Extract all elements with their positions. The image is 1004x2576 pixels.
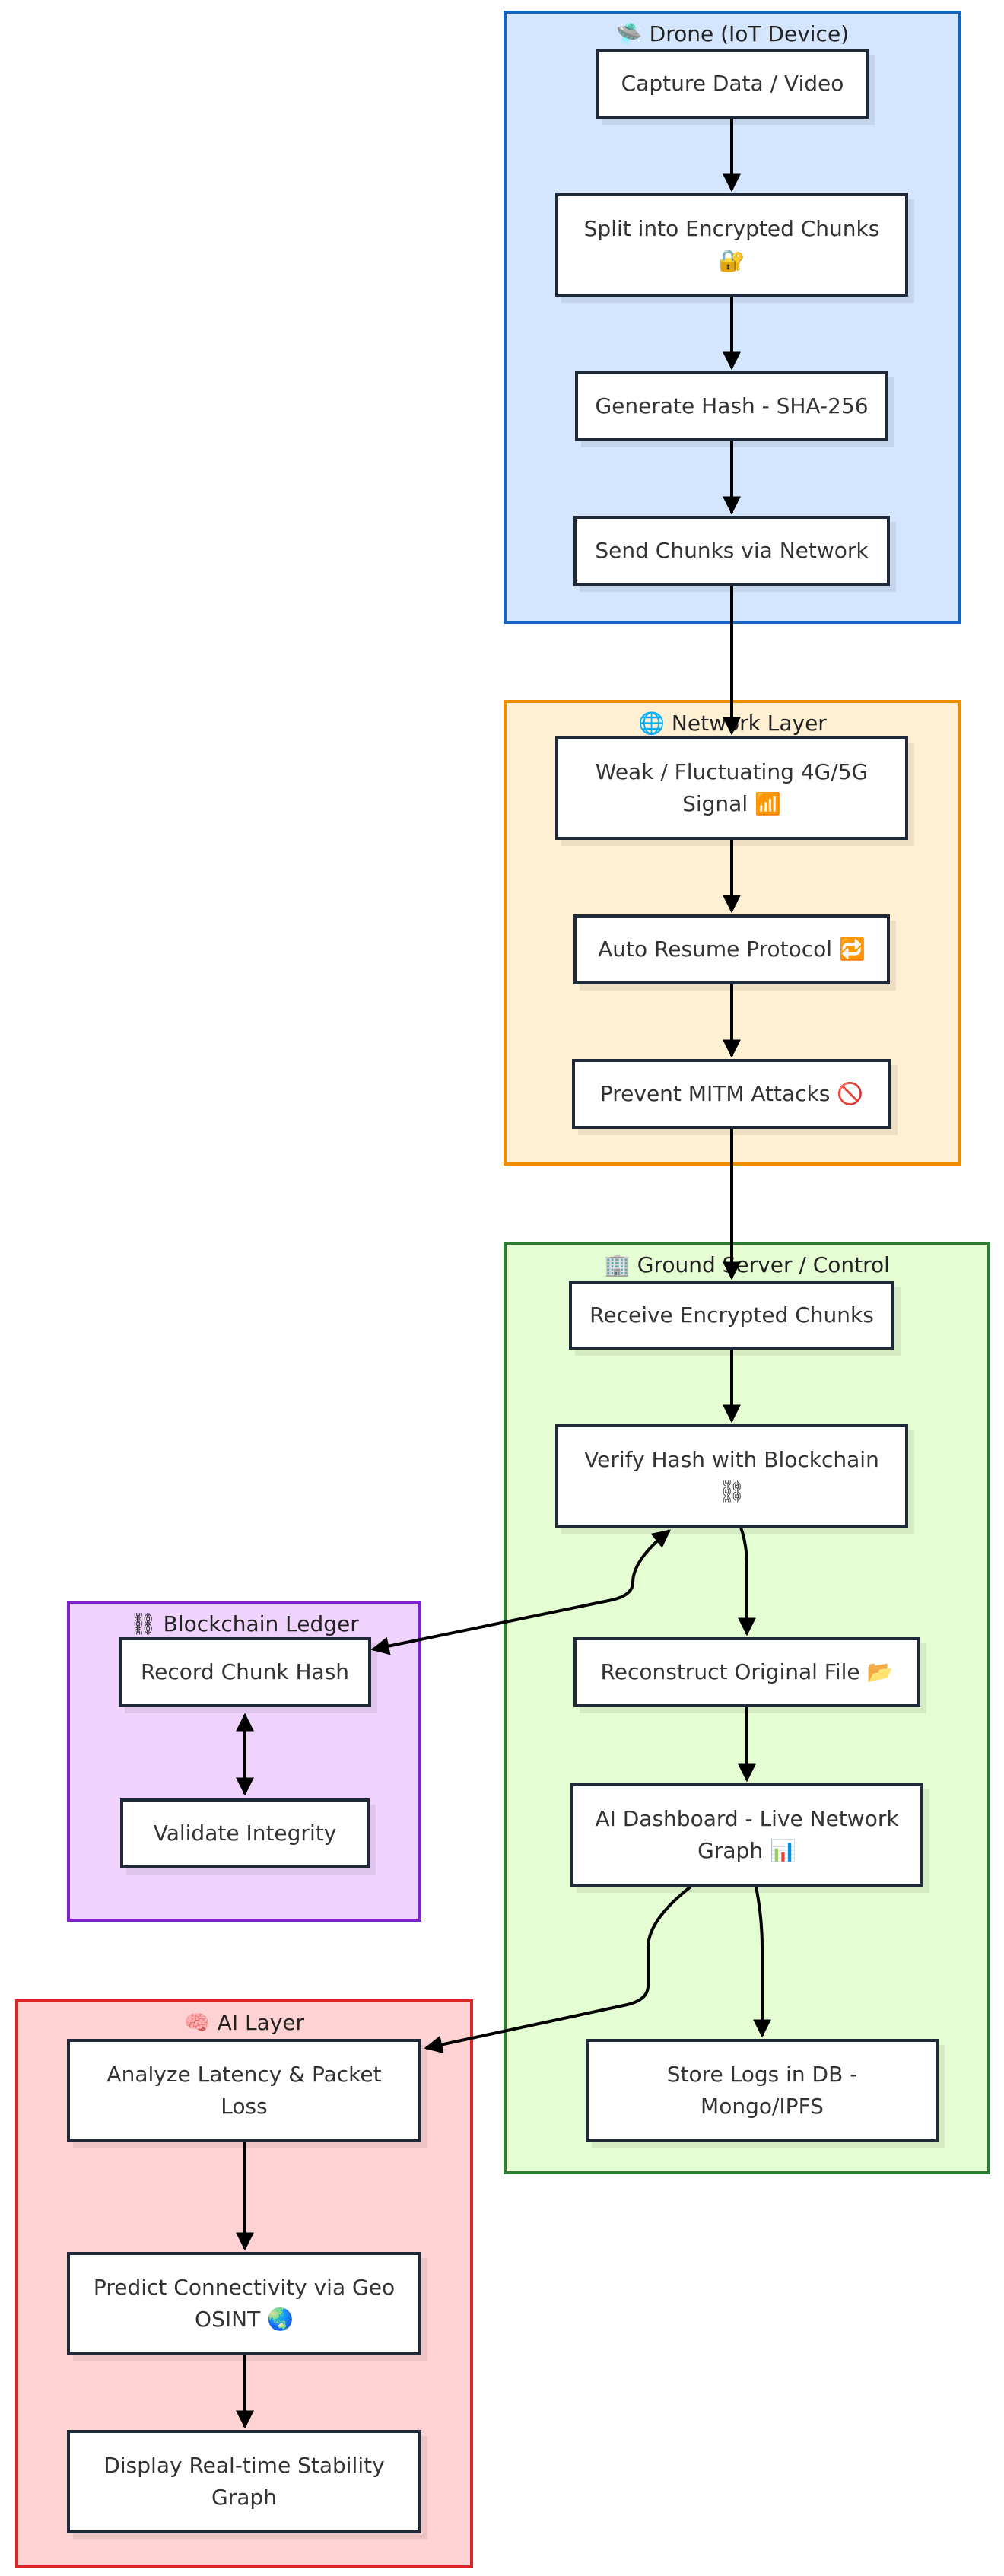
node-send-chunks: Send Chunks via Network [573, 516, 890, 586]
edge-dashboard-store [753, 1886, 771, 2038]
node-validate-integrity: Validate Integrity [120, 1798, 370, 1868]
node-capture-data: Capture Data / Video [596, 49, 869, 119]
cluster-blockchain-title: ⛓ Blockchain Ledger [129, 1611, 359, 1636]
cluster-drone-title: 🛸 Drone (IoT Device) [615, 21, 850, 46]
node-split-chunks: Split into Encrypted Chunks 🔐 [555, 193, 908, 297]
node-analyze-latency: Analyze Latency & Packet Loss [67, 2039, 421, 2142]
cluster-server-title: 🏢 Ground Server / Control [604, 1252, 890, 1277]
node-receive-chunks: Receive Encrypted Chunks [569, 1281, 894, 1350]
node-ai-dashboard: AI Dashboard - Live Network Graph 📊 [570, 1783, 923, 1887]
node-prevent-mitm: Prevent MITM Attacks 🚫 [572, 1059, 891, 1129]
edge-verify-record [370, 1529, 671, 1655]
node-reconstruct-file: Reconstruct Original File 📂 [573, 1637, 920, 1707]
node-record-hash: Record Chunk Hash [119, 1637, 371, 1707]
node-generate-hash: Generate Hash - SHA-256 [575, 371, 888, 441]
node-verify-hash: Verify Hash with Blockchain ⛓ [555, 1424, 908, 1528]
edge-dashboard-analyze [424, 1885, 692, 2054]
node-auto-resume: Auto Resume Protocol 🔁 [573, 914, 890, 984]
node-display-stability: Display Real-time Stability Graph [67, 2430, 421, 2533]
node-store-logs: Store Logs in DB - Mongo/IPFS [586, 2039, 939, 2142]
cluster-ai-title: 🧠 AI Layer [183, 2010, 305, 2035]
node-predict-connectivity: Predict Connectivity via Geo OSINT 🌏 [67, 2252, 421, 2355]
node-weak-signal: Weak / Fluctuating 4G/5G Signal 📶 [555, 736, 908, 840]
edge-verify-reconstruct [738, 1527, 756, 1636]
